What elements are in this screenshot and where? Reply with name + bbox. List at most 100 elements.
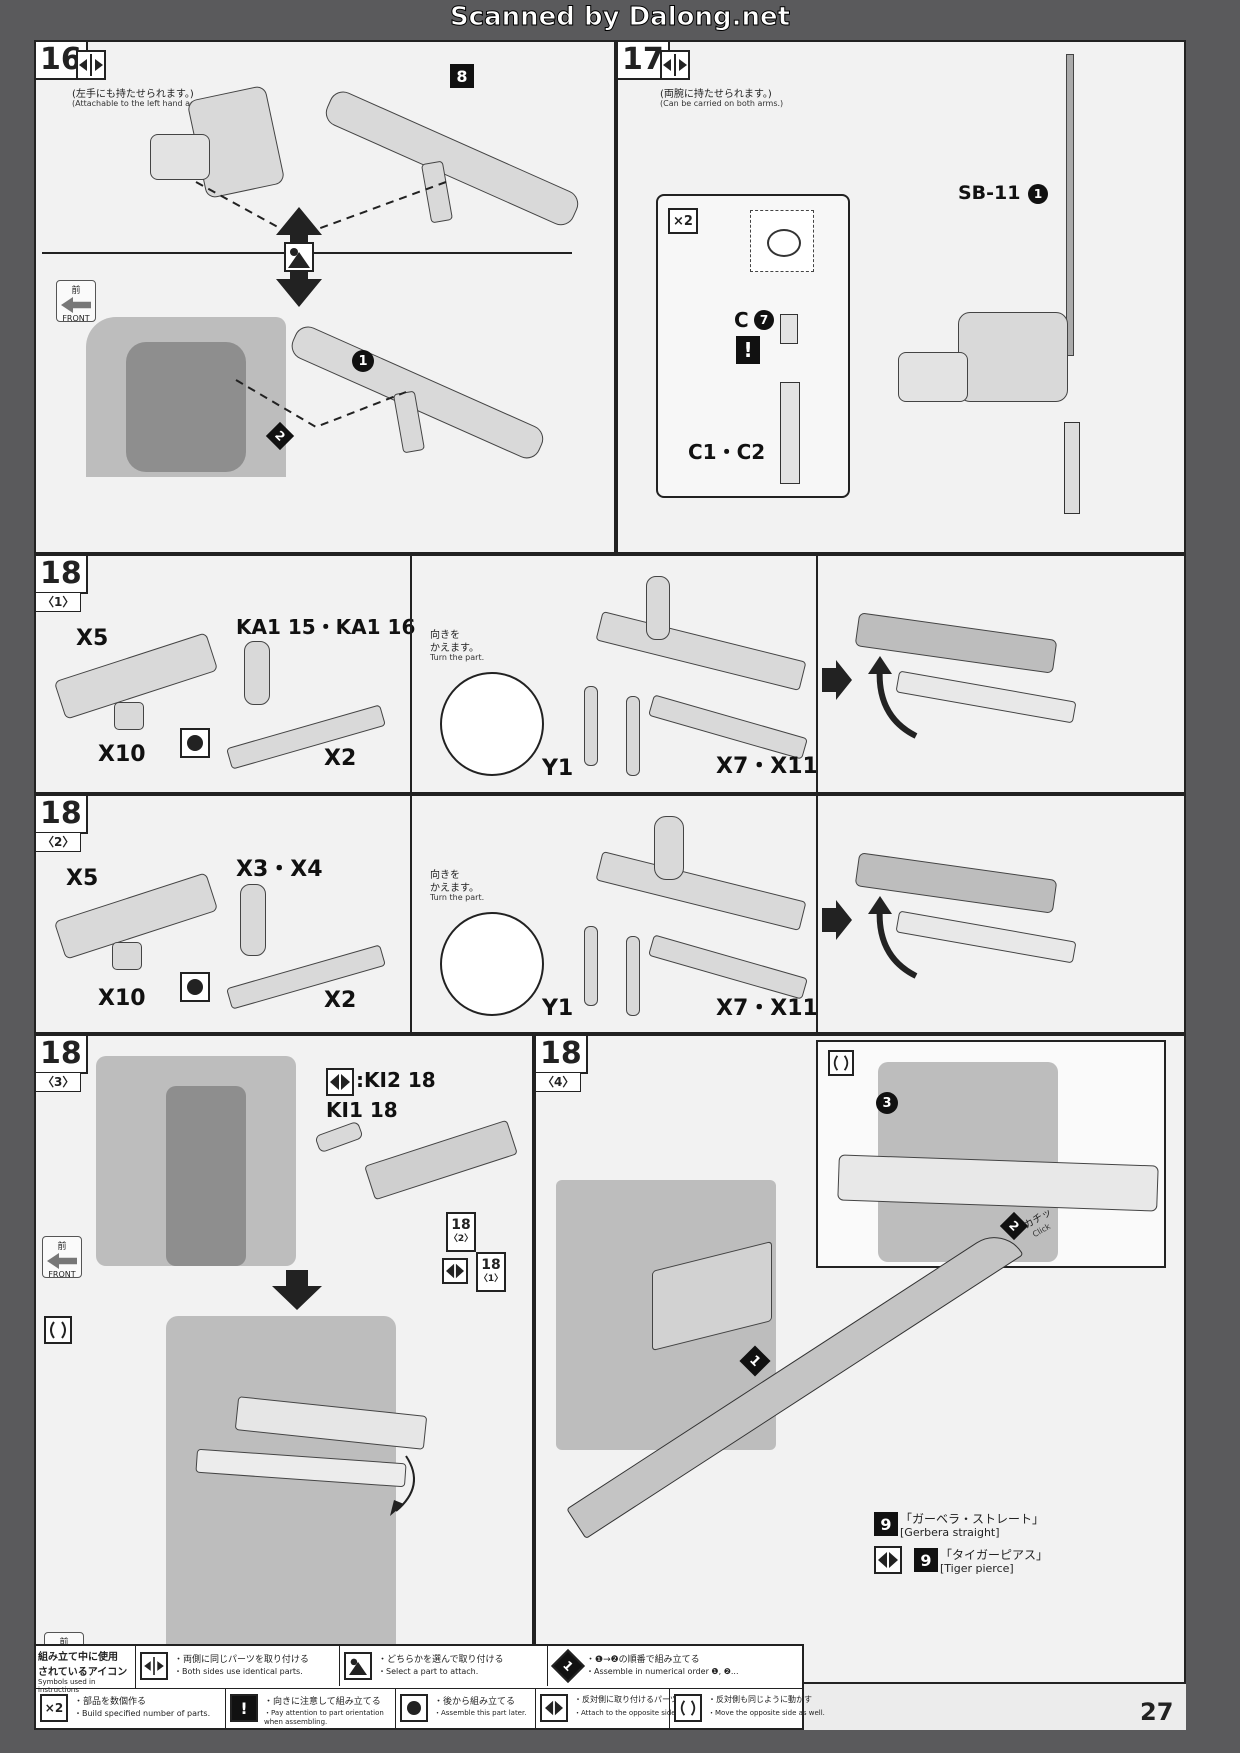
part-x2-label: X2 bbox=[324, 746, 357, 771]
both-sides-icon bbox=[140, 1652, 168, 1680]
step-18-4-panel: 18 〈4〉 3 2 カチッ Click 1 9 「ガーベラ・ストレート」 [G… bbox=[534, 1034, 1186, 1684]
assemble-later-icon bbox=[180, 972, 210, 1002]
front-indicator: 前 FRONT bbox=[42, 1236, 82, 1279]
hilt-inset: ×2 C 7 ! C1・C2 bbox=[656, 194, 850, 498]
legend-both-sides: ・両側に同じパーツを取り付ける ・Both sides use identica… bbox=[136, 1646, 340, 1686]
front-jp: 前 bbox=[59, 1638, 69, 1648]
move-opposite-icon bbox=[674, 1694, 702, 1722]
legend-later: ・後から組み立てる ・Assemble this part later. bbox=[396, 1688, 536, 1728]
swing-arrow-icon bbox=[390, 1455, 415, 1516]
opposite-side-icon bbox=[540, 1694, 568, 1722]
legend-en: ・Build specified number of parts. bbox=[74, 1709, 211, 1718]
legend-title-jp2: されているアイコン bbox=[38, 1667, 128, 1678]
divider bbox=[410, 796, 412, 1032]
divider bbox=[410, 556, 412, 792]
legend-multiply: ×2 ・部品を数個作る ・Build specified number of p… bbox=[36, 1688, 226, 1728]
attention-icon: ! bbox=[230, 1694, 258, 1722]
part-ki1-label: KI1 18 bbox=[326, 1098, 398, 1122]
result-arrow-icon bbox=[822, 900, 852, 940]
legend-jp: ・両側に同じパーツを取り付ける bbox=[174, 1655, 309, 1665]
gerbera-jp: 「ガーベラ・ストレート」 bbox=[900, 1512, 1045, 1526]
step-18-2-panel: 18 〈2〉 X5 X3・X4 X10 X2 向きを かえます。 Turn th… bbox=[34, 794, 1186, 1034]
y1-part-a bbox=[584, 686, 598, 766]
part-ki2-label: :KI2 18 bbox=[356, 1068, 436, 1092]
x10-part bbox=[114, 702, 144, 730]
legend-jp: ・❶→❷の順番で組み立てる bbox=[586, 1655, 700, 1665]
turn-note-en: Turn the part. bbox=[430, 653, 485, 662]
step-number: 18 bbox=[536, 1036, 588, 1074]
seq-1-badge: 1 bbox=[352, 350, 374, 372]
ref-sub: 〈1〉 bbox=[478, 1274, 504, 1284]
part-x7x11-label: X7・X11 bbox=[716, 996, 818, 1021]
legend-jp: ・後から組み立てる bbox=[434, 1697, 516, 1707]
detail-circle bbox=[440, 912, 544, 1016]
ref-step-18-2: 18 〈2〉 bbox=[446, 1212, 476, 1252]
substep-label: 〈3〉 bbox=[36, 1072, 82, 1092]
turn-note-jp1: 向きを bbox=[430, 870, 460, 881]
part-x10-label: X10 bbox=[98, 986, 146, 1011]
divider bbox=[816, 796, 818, 1032]
substep-label: 〈4〉 bbox=[536, 1072, 582, 1092]
legend-en: ・Move the opposite side as well. bbox=[708, 1709, 825, 1717]
legend-move-opposite: ・反対側も同じように動かす ・Move the opposite side as… bbox=[670, 1688, 825, 1728]
part-sb11-label: SB-11 bbox=[958, 182, 1021, 204]
y1-part-a bbox=[584, 926, 598, 1006]
front-en: FRONT bbox=[48, 1270, 76, 1279]
note-en: (Can be carried on both arms.) bbox=[660, 99, 784, 108]
scan-credit: Scanned by Dalong.net bbox=[449, 2, 791, 33]
part-ka-label: KA1 15・KA1 16 bbox=[236, 615, 416, 639]
part-x7x11-label: X7・X11 bbox=[716, 754, 818, 779]
front-arrow-icon bbox=[61, 297, 91, 313]
upper-part-peg bbox=[646, 576, 670, 640]
legend-jp: ・反対側も同じように動かす bbox=[708, 1695, 812, 1704]
clip-detail bbox=[750, 210, 814, 272]
legend-title: 組み立て中に使用 されているアイコン Symbols used in instr… bbox=[36, 1646, 136, 1694]
legend-en: ・Pay attention to part orientation bbox=[264, 1709, 384, 1717]
legend-box: 組み立て中に使用 されているアイコン Symbols used in instr… bbox=[34, 1644, 825, 1730]
part-c7-num: 7 bbox=[754, 310, 774, 330]
legend-en: ・Assemble in numerical order ❶, ❷... bbox=[586, 1667, 739, 1676]
substep-label: 〈2〉 bbox=[36, 832, 82, 852]
ref-num: 18 bbox=[451, 1217, 471, 1233]
legend-jp: ・部品を数個作る bbox=[74, 1697, 147, 1707]
legend-jp: ・向きに注意して組み立てる bbox=[264, 1697, 381, 1707]
legend-jp: ・反対側に取り付けるパーツ bbox=[574, 1695, 678, 1704]
part-x2-label: X2 bbox=[324, 988, 357, 1013]
front-arrow-icon bbox=[47, 1253, 77, 1269]
part-x5-label: X5 bbox=[66, 866, 99, 891]
note-en: (Attachable to the left hand as well.) bbox=[72, 99, 219, 108]
ref-step-18-1: 18 〈1〉 bbox=[476, 1252, 506, 1292]
ref-num: 18 bbox=[481, 1257, 501, 1273]
legend-jp: ・どちらかを選んで取り付ける bbox=[378, 1655, 504, 1665]
legend-title-jp1: 組み立て中に使用 bbox=[38, 1652, 118, 1663]
select-icon bbox=[344, 1652, 372, 1680]
x2-part bbox=[226, 704, 386, 770]
select-arrows bbox=[276, 207, 322, 307]
rotate-arrow-icon bbox=[868, 656, 918, 739]
hand-part bbox=[150, 134, 210, 180]
ref-sub: 〈2〉 bbox=[448, 1234, 474, 1244]
upper-part-peg bbox=[654, 816, 684, 880]
front-en: FRONT bbox=[62, 314, 90, 323]
arm-part bbox=[958, 312, 1068, 402]
x3x4-part bbox=[240, 884, 266, 956]
multiply-icon: ×2 bbox=[40, 1694, 68, 1722]
upper-part bbox=[595, 611, 807, 691]
body-armor bbox=[126, 342, 246, 472]
tiger-jp: 「タイガーピアス」 bbox=[940, 1548, 1049, 1562]
legend-en: ・Assemble this part later. bbox=[434, 1709, 527, 1717]
part-c1c2-label: C1・C2 bbox=[688, 440, 766, 464]
both-sides-icon bbox=[76, 50, 106, 80]
part-x10-label: X10 bbox=[98, 742, 146, 767]
detail-circle bbox=[440, 672, 544, 776]
legend-en: ・Attach to the opposite side. bbox=[574, 1709, 678, 1717]
legend-select: ・どちらかを選んで取り付ける ・Select a part to attach. bbox=[340, 1646, 548, 1686]
seq-3-badge: 3 bbox=[876, 1092, 898, 1114]
legend-en: ・Select a part to attach. bbox=[378, 1667, 479, 1676]
sequence-icon: 1 bbox=[551, 1649, 585, 1683]
legend-en2: when assembling. bbox=[264, 1718, 328, 1726]
select-icon bbox=[284, 242, 314, 272]
opposite-side-icon bbox=[442, 1258, 468, 1284]
assemble-later-icon bbox=[180, 728, 210, 758]
attach-guide-lower bbox=[235, 379, 407, 429]
